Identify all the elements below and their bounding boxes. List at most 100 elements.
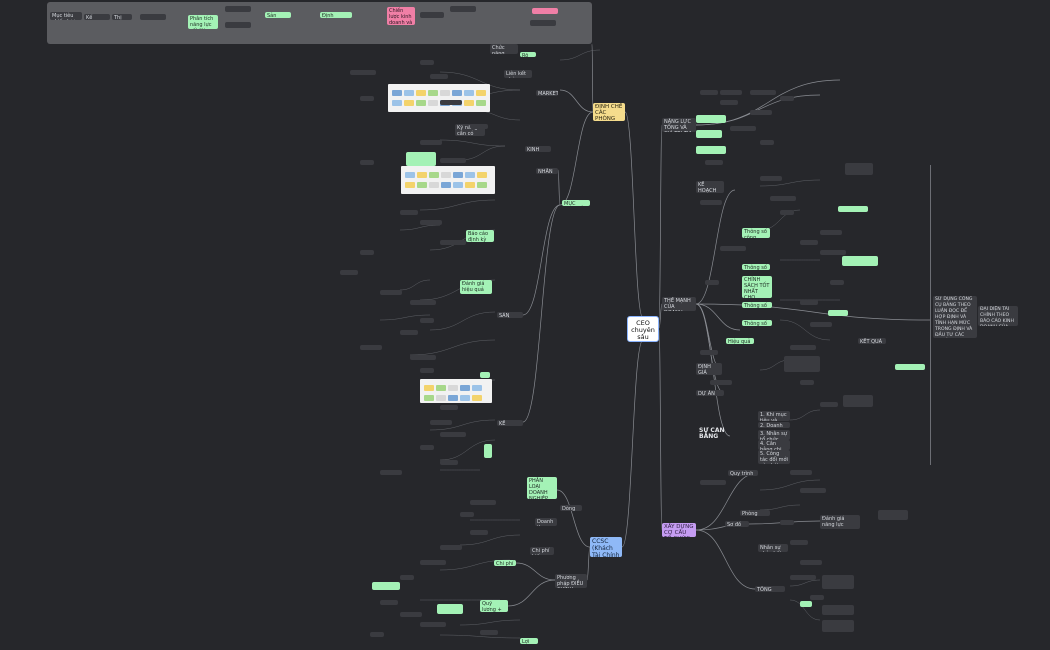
placeholder-node-47[interactable]: [790, 345, 816, 350]
left-kinh-doanh[interactable]: KINH DOANH: [525, 146, 551, 152]
top-label-2[interactable]: Kế hoạch kinh doanh: [84, 14, 110, 20]
placeholder-node-15[interactable]: [410, 300, 436, 305]
node-su-can-bang[interactable]: SỰ CÂN BẰNG: [699, 427, 725, 440]
placeholder-node-10[interactable]: [420, 220, 442, 225]
placeholder-node-19[interactable]: [410, 355, 436, 360]
placeholder-node-16[interactable]: [420, 318, 434, 323]
placeholder-node-39[interactable]: [770, 196, 796, 201]
placeholder-node-1[interactable]: [430, 74, 448, 79]
can-bang-5[interactable]: 5. Công tác đổi mới và phát triển: [758, 450, 790, 464]
placeholder-node-50[interactable]: [790, 470, 812, 475]
can-bang-2[interactable]: 2. Doanh thu lợi nhuận: [758, 422, 790, 428]
placeholder-node-9[interactable]: [400, 210, 418, 215]
org-chart-thumbnail-3[interactable]: [420, 379, 492, 403]
right-thong-so-1[interactable]: Thông số công động: [742, 228, 770, 238]
top-dark-a[interactable]: [420, 12, 444, 18]
placeholder-node-2[interactable]: [440, 100, 462, 105]
right-du-an[interactable]: DỰ ÁN: [696, 390, 724, 396]
left-marketing[interactable]: MARKETING: [536, 90, 558, 96]
placeholder-node-31[interactable]: [420, 560, 446, 565]
placeholder-node-44[interactable]: [830, 280, 844, 285]
placeholder-node-7[interactable]: [440, 158, 466, 163]
right-dark-note-2[interactable]: [843, 395, 873, 407]
top-label-1[interactable]: Mục tiêu chiến lược: [50, 12, 82, 20]
left-nhan-su[interactable]: NHÂN SỰ: [536, 168, 558, 174]
right-thong-so-3[interactable]: Thông số sản phẩm: [742, 302, 772, 308]
purple-dark-3[interactable]: [822, 620, 854, 632]
purple-dark-4[interactable]: [878, 510, 908, 520]
blue-phuong-phap[interactable]: Phương pháp ĐIỀU CHỈNH NGÂN SÁCH PHÙ HỢP: [555, 574, 587, 588]
top-pink-note[interactable]: Chiến lược kinh doanh và mục tiêu phát t…: [387, 7, 415, 25]
placeholder-node-68[interactable]: [705, 280, 719, 285]
purple-green-small[interactable]: [800, 601, 812, 607]
top-dark-e[interactable]: [140, 14, 166, 20]
right-green-c[interactable]: [895, 364, 925, 370]
placeholder-node-0[interactable]: [420, 60, 434, 65]
placeholder-node-56[interactable]: [810, 595, 824, 600]
placeholder-node-6[interactable]: [420, 140, 442, 145]
placeholder-node-34[interactable]: [400, 612, 422, 617]
placeholder-node-37[interactable]: [480, 630, 498, 635]
placeholder-node-28[interactable]: [460, 512, 474, 517]
can-bang-3[interactable]: 3. Nhân sự tổ chức: [758, 430, 790, 440]
placeholder-node-66[interactable]: [700, 200, 722, 205]
top-pink-small[interactable]: [532, 8, 558, 14]
placeholder-node-36[interactable]: [370, 632, 384, 637]
left-muc-tieu[interactable]: MỤC TIÊU CỦA TỪNG PHÒNG BAN: [562, 200, 590, 206]
top-label-3[interactable]: Thị trường: [112, 14, 132, 20]
branch-the-manh[interactable]: THẾ MẠNH CỦA DOANH NGHIỆP VÀ ĐỊNH CHIẾN: [662, 297, 696, 311]
placeholder-node-17[interactable]: [400, 330, 418, 335]
blue-loi-nhuan[interactable]: Lợi nhuận: [520, 638, 538, 644]
blue-chi-phi[interactable]: Chi phí cố định: [494, 560, 516, 566]
placeholder-node-14[interactable]: [380, 290, 402, 295]
placeholder-node-11[interactable]: [440, 240, 466, 245]
placeholder-node-45[interactable]: [800, 300, 818, 305]
placeholder-node-46[interactable]: [810, 322, 832, 327]
placeholder-node-38[interactable]: [760, 176, 782, 181]
placeholder-node-43[interactable]: [820, 250, 846, 255]
placeholder-node-62[interactable]: [750, 110, 772, 115]
placeholder-node-51[interactable]: [800, 488, 826, 493]
left-lien-ket[interactable]: Liên kết phòng ban: [504, 70, 532, 78]
branch-nang-luc[interactable]: NĂNG LỰC TỔNG VÀ GIÁ TRỊ TƯ CỦA TƯNG BỘ …: [662, 118, 696, 132]
right-dark-note-3[interactable]: [845, 163, 873, 175]
right-green-b[interactable]: [842, 256, 878, 266]
org-chart-thumbnail-2[interactable]: [401, 166, 495, 194]
right-dinh-gia[interactable]: ĐỊNH GIÁ THEO QUY: [696, 363, 722, 375]
purple-nhan-su[interactable]: Nhân sự chủ chốt: [758, 544, 788, 552]
purple-dark-2[interactable]: [822, 605, 854, 615]
placeholder-node-54[interactable]: [800, 560, 822, 565]
placeholder-node-24[interactable]: [420, 445, 434, 450]
placeholder-node-33[interactable]: [380, 600, 398, 605]
placeholder-node-70[interactable]: [710, 380, 732, 385]
placeholder-node-61[interactable]: [720, 100, 738, 105]
org-chart-thumbnail-1[interactable]: [388, 84, 490, 112]
placeholder-node-32[interactable]: [400, 575, 414, 580]
right-chinh-sach[interactable]: CHÍNH SÁCH TỐT NHẤT CHO KHÁCH HÀNG: [742, 276, 772, 298]
placeholder-node-22[interactable]: [430, 420, 452, 425]
placeholder-node-26[interactable]: [380, 470, 402, 475]
placeholder-node-52[interactable]: [780, 520, 794, 525]
placeholder-node-64[interactable]: [760, 140, 774, 145]
top-label-4[interactable]: Sản phẩm dịch vụ: [265, 12, 291, 18]
placeholder-node-35[interactable]: [420, 622, 446, 627]
placeholder-node-3[interactable]: [350, 70, 376, 75]
left-green-mid[interactable]: [406, 152, 436, 166]
placeholder-node-48[interactable]: [800, 380, 814, 385]
branch-ccsc[interactable]: CCSC (Khách Tài Chính cho CEO): [590, 537, 622, 557]
placeholder-node-49[interactable]: [820, 402, 838, 407]
right-hieu-qua[interactable]: Hiệu quả quy chuẩn: [726, 338, 754, 344]
placeholder-node-23[interactable]: [440, 432, 466, 437]
purple-dark-1[interactable]: [822, 575, 854, 589]
can-bang-4[interactable]: 4. Cân bằng chi phí: [758, 440, 790, 450]
right-ket-qua[interactable]: KẾT QUẢ: [858, 338, 886, 344]
top-dark-c[interactable]: [225, 6, 251, 12]
placeholder-node-60[interactable]: [780, 96, 794, 101]
right-ke-hoach[interactable]: KẾ HOẠCH DOANH CHỈ: [696, 181, 724, 193]
left-chuc-nang[interactable]: Chức năng nhiệm vụ: [490, 44, 518, 54]
top-dark-b[interactable]: [450, 6, 476, 12]
branch-dinh-che[interactable]: ĐỊNH CHẾ CÁC PHÒNG BAN DOANH: [593, 103, 625, 121]
top-green-note[interactable]: Phân tích năng lực cốt lõi: [188, 15, 218, 29]
left-hieu-qua[interactable]: Đánh giá hiệu quả: [460, 280, 492, 294]
left-ro-rang[interactable]: Rõ ràng vai trò: [520, 52, 536, 57]
